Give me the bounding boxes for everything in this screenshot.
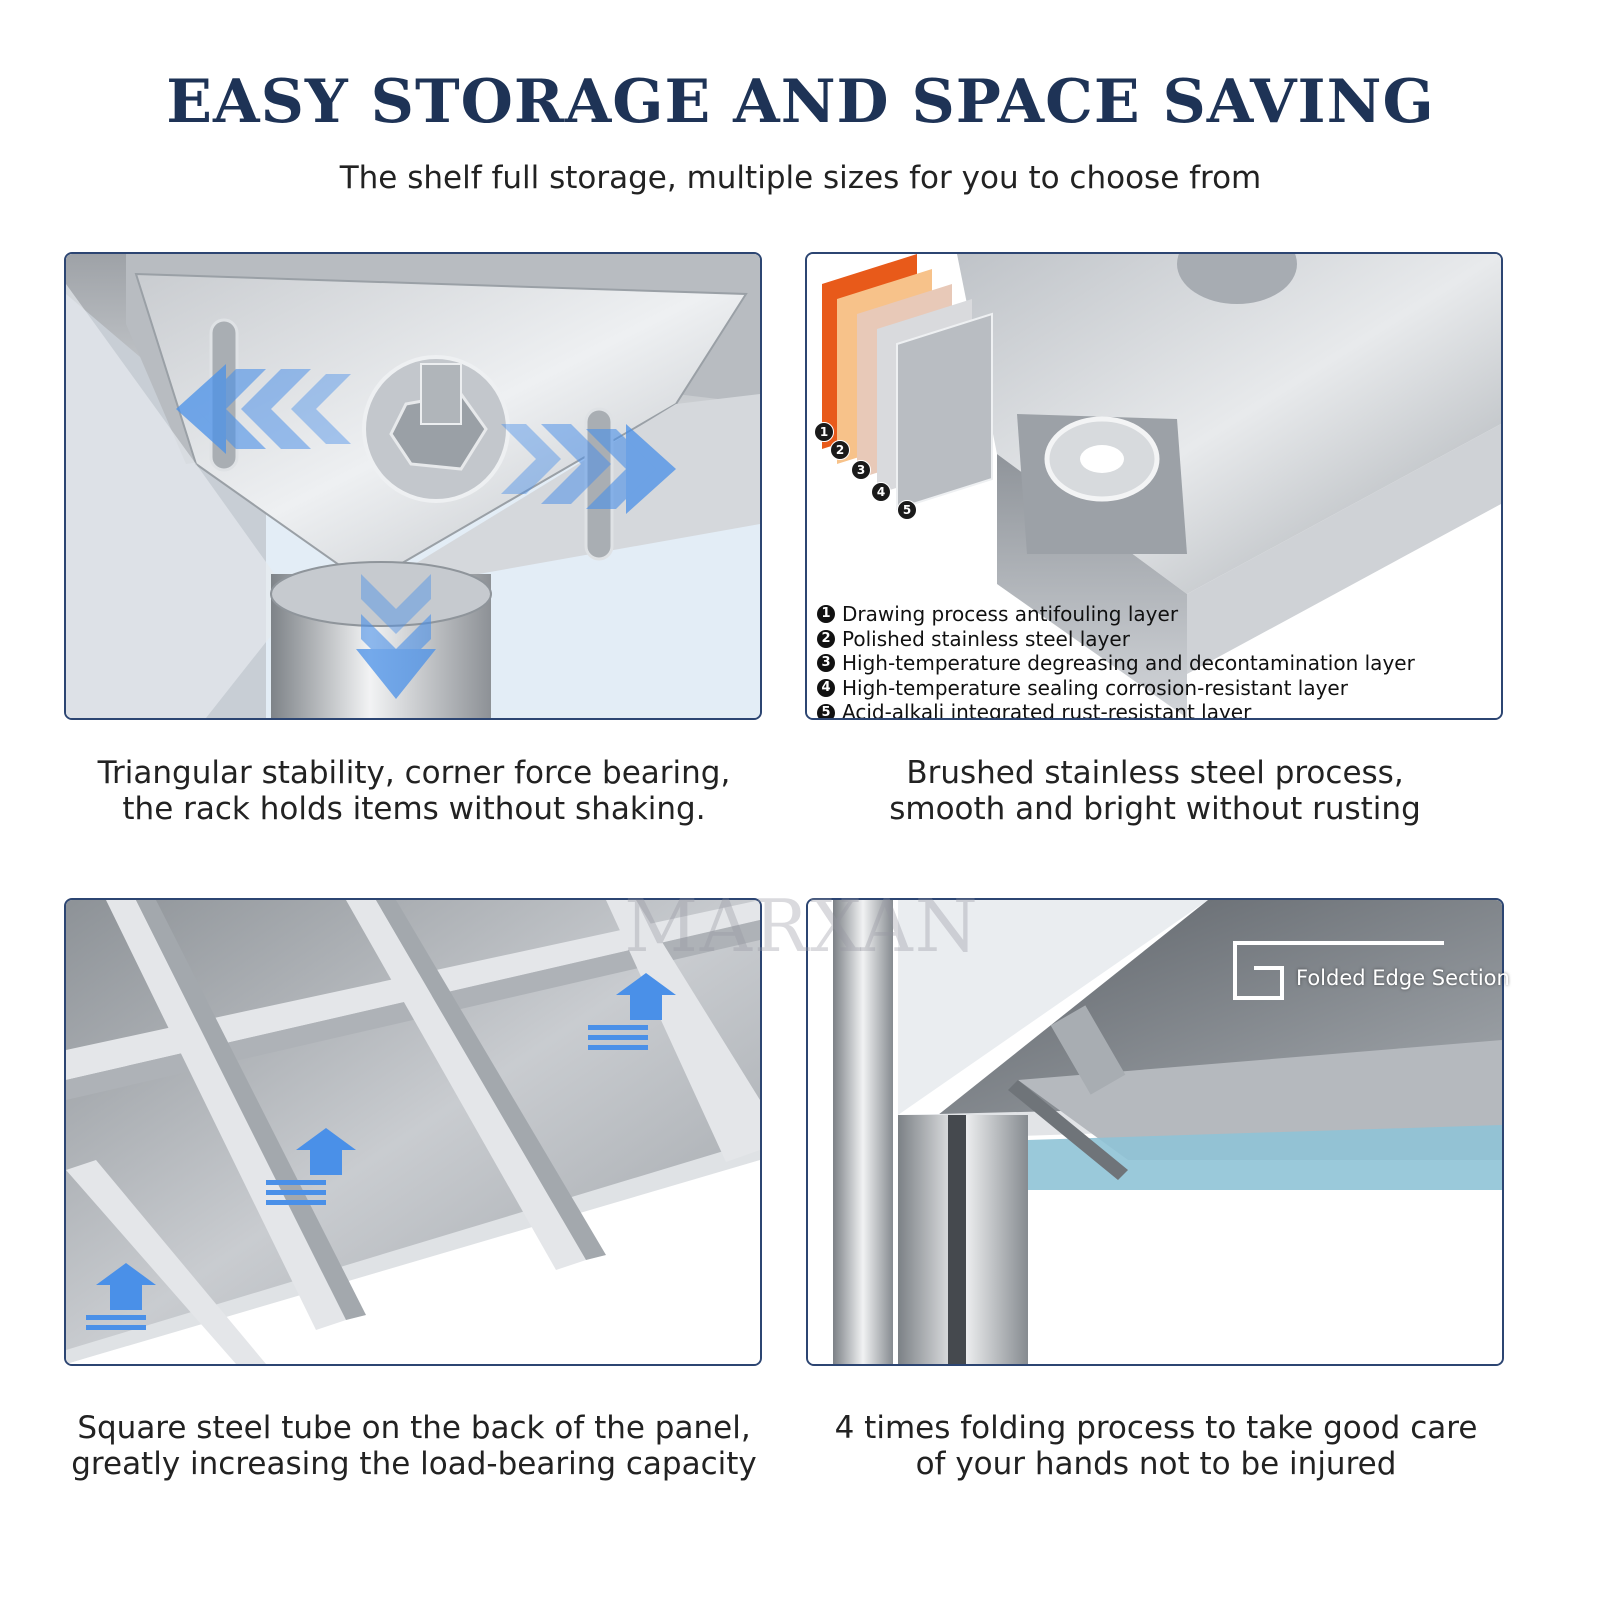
caption-line: of your hands not to be injured [915, 1446, 1397, 1482]
legend-text: High-temperature degreasing and decontam… [842, 651, 1415, 676]
layer-number-1: 1 [814, 422, 834, 442]
load-arrows [86, 973, 676, 1330]
legend-text: Polished stainless steel layer [842, 626, 1130, 651]
legend-item: 3 High-temperature degreasing and deconta… [817, 651, 1501, 676]
legend-number: 1 [817, 605, 835, 624]
legend-item: 4 High-temperature sealing corrosion-resi… [817, 675, 1501, 701]
layer-number-4: 4 [871, 482, 891, 502]
legend-number: 3 [817, 654, 835, 673]
layer-number-2: 2 [830, 440, 850, 460]
page-title: EASY STORAGE AND SPACE SAVING [166, 67, 1435, 137]
layer-number-3: 3 [851, 460, 871, 480]
caption-steel-tube: Square steel tube on the back of the pan… [64, 1410, 764, 1482]
legend-item: 1 Drawing process antifouling layer [817, 602, 1501, 627]
caption-line: greatly increasing the load-bearing capa… [71, 1446, 757, 1482]
brushed-steel-illustration [807, 254, 1501, 718]
layer-legend: 1 Drawing process antifouling layer 2 Poli… [817, 602, 1501, 720]
layer-stack [822, 254, 993, 511]
legend-text: Acid-alkali integrated rust-resistant la… [842, 700, 1252, 720]
panel-folded-edge [806, 898, 1504, 1366]
legend-text: High-temperature sealing corrosion-resis… [842, 675, 1348, 700]
caption-folded-edge: 4 times folding process to take good car… [806, 1410, 1506, 1482]
caption-line: the rack holds items without shaking. [122, 791, 706, 827]
brand-watermark: MARXAN [624, 884, 980, 968]
legend-number: 2 [817, 629, 835, 648]
steel-tube-illustration [66, 900, 760, 1364]
caption-line: Brushed stainless steel process, [906, 755, 1404, 791]
caption-line: smooth and bright without rusting [889, 791, 1421, 827]
folded-edge-icon [1233, 941, 1444, 1000]
caption-corner-bracket: Triangular stability, corner force beari… [64, 755, 764, 827]
legend-number: 5 [817, 703, 835, 718]
folded-edge-label: Folded Edge Section [1296, 966, 1510, 990]
force-arrows [176, 364, 676, 699]
legend-item: 2 Polished stainless steel layer [817, 626, 1501, 652]
caption-line: Triangular stability, corner force beari… [97, 755, 731, 791]
caption-line: Square steel tube on the back of the pan… [77, 1410, 751, 1446]
panel-steel-tube [64, 898, 762, 1366]
legend-text: Drawing process antifouling layer [842, 602, 1179, 626]
caption-brushed-steel: Brushed stainless steel process, smooth … [805, 755, 1505, 827]
caption-line: 4 times folding process to take good car… [834, 1410, 1478, 1446]
panel-corner-bracket [64, 252, 762, 720]
folded-edge-illustration [808, 900, 1502, 1364]
corner-bracket-illustration [66, 254, 760, 718]
legend-item: 5 Acid-alkali integrated rust-resistant l… [817, 700, 1501, 720]
page-subtitle: The shelf full storage, multiple sizes f… [339, 160, 1262, 196]
layer-number-5: 5 [897, 500, 917, 520]
legend-number: 4 [817, 679, 835, 698]
